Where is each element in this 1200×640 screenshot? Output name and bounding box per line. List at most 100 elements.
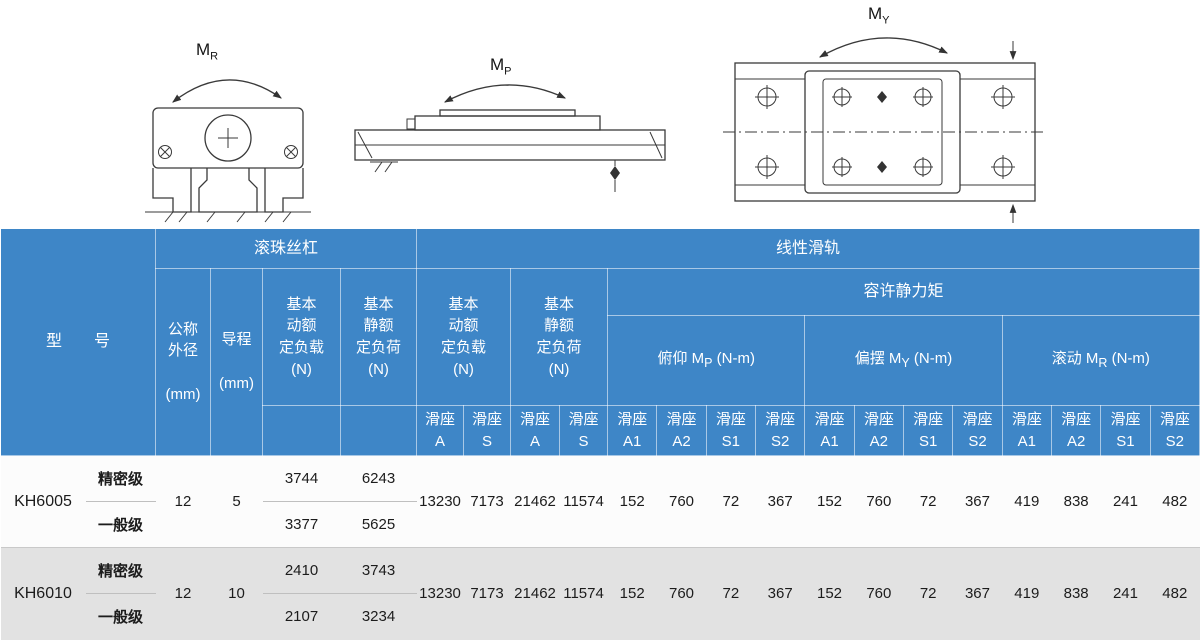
header-seat-a: 滑座 A (416, 405, 465, 456)
cell-my-a1: 152 (804, 455, 855, 548)
rail-bolt-hole (991, 155, 1015, 179)
cell-my-s2: 367 (952, 547, 1003, 640)
cell-mp-a1: 152 (607, 547, 657, 640)
cell-mp-a2: 760 (656, 455, 707, 548)
header-empty-cell (262, 405, 342, 456)
header-seat-a1: 滑座 A1 (804, 405, 855, 456)
header-rail-static-load: 基本 静额 定负荷 (N) (510, 268, 609, 406)
cell-my-a2: 760 (854, 547, 904, 640)
cell-rail-static-s: 11574 (559, 455, 608, 548)
moment-label-pre: 俯仰 M (657, 350, 705, 368)
header-linear-rail: 线性滑轨 (416, 228, 1200, 269)
mr-arc-arrow (172, 79, 282, 103)
cell-grade: 精密级 (85, 547, 156, 594)
cell-mp-s2: 367 (755, 455, 805, 548)
diagram-pitch-moment-side-view (354, 84, 666, 192)
cell-grade: 精密级 (85, 455, 156, 502)
header-seat-a1: 滑座 A1 (1001, 405, 1052, 456)
rail-bolt-hole (991, 85, 1015, 109)
cell-mr-s2: 482 (1150, 455, 1200, 548)
cell-ballscrew-dynamic: 2107 (262, 593, 341, 640)
header-seat-a: 滑座 A (510, 405, 561, 456)
cell-model: KH6010 (0, 547, 86, 640)
carriage-side-view (354, 109, 666, 192)
technical-drawings: MR MP (0, 0, 1200, 228)
header-static-moment: 容许静力矩 (607, 268, 1200, 316)
cell-mp-a2: 760 (656, 547, 707, 640)
cell-my-a1: 152 (804, 547, 855, 640)
moment-label-sub: P (704, 356, 713, 371)
header-pitch-moment: 俯仰 MP (N-m) (607, 315, 806, 406)
cell-mr-s1: 241 (1100, 455, 1151, 548)
cell-rail-dynamic-s: 7173 (463, 547, 511, 640)
header-seat-s1: 滑座 S1 (902, 405, 954, 456)
cell-ballscrew-static: 6243 (340, 455, 417, 502)
cell-ballscrew-static: 5625 (340, 501, 417, 548)
header-yaw-moment: 偏摆 MY (N-m) (804, 315, 1003, 406)
cell-mr-a1: 419 (1002, 547, 1052, 640)
cell-lead: 5 (210, 455, 263, 548)
cell-mr-a2: 838 (1051, 547, 1101, 640)
spec-table: 型 号 滚珠丝杠 线性滑轨 公称 外径 (mm) 导程 (mm) 基本 动额 定… (0, 228, 1200, 640)
cell-ballscrew-dynamic: 2410 (262, 547, 341, 594)
diagram-yaw-moment-top-view (723, 37, 1043, 223)
rail-bolt-hole (755, 85, 779, 109)
cell-mr-s2: 482 (1150, 547, 1200, 640)
cell-my-s2: 367 (952, 455, 1003, 548)
moment-subscript: R (210, 50, 219, 63)
cell-rail-static-a: 21462 (510, 455, 560, 548)
header-seat-s1: 滑座 S1 (705, 405, 757, 456)
header-seat-s2: 滑座 S2 (1149, 405, 1200, 456)
cell-my-a2: 760 (854, 455, 904, 548)
cell-rail-static-a: 21462 (510, 547, 560, 640)
cell-grade: 一般级 (85, 501, 156, 548)
moment-label-sub: Y (901, 356, 910, 371)
moment-label-pre: 滚动 M (1051, 350, 1099, 368)
cell-mp-s1: 72 (706, 455, 756, 548)
cell-mp-s1: 72 (706, 547, 756, 640)
cell-rail-dynamic-a: 13230 (416, 455, 464, 548)
moment-label-post: (N-m) (909, 350, 953, 368)
cell-nominal-diameter: 12 (155, 455, 211, 548)
cell-mp-s2: 367 (755, 547, 805, 640)
header-seat-a2: 滑座 A2 (656, 405, 707, 456)
carriage-end-view (145, 107, 311, 223)
cell-lead: 10 (210, 547, 263, 640)
header-ballscrew-dynamic-load: 基本 动额 定负载 (N) (262, 268, 342, 406)
cell-ballscrew-static: 3234 (340, 593, 417, 640)
rail-bolt-hole (755, 155, 779, 179)
cell-rail-dynamic-s: 7173 (463, 455, 511, 548)
moment-symbol: M (490, 55, 505, 74)
cell-rail-static-s: 11574 (559, 547, 608, 640)
cell-ballscrew-dynamic: 3377 (262, 501, 341, 548)
header-seat-a2: 滑座 A2 (853, 405, 905, 456)
cell-model: KH6005 (0, 455, 86, 548)
header-seat-s2: 滑座 S2 (755, 405, 806, 456)
header-seat-s: 滑座 S (463, 405, 512, 456)
header-rail-dynamic-load: 基本 动额 定负载 (N) (416, 268, 512, 406)
cell-my-s1: 72 (903, 455, 953, 548)
cell-rail-dynamic-a: 13230 (416, 547, 464, 640)
cell-nominal-diameter: 12 (155, 547, 211, 640)
moment-label-pre: 偏摆 M (854, 350, 902, 368)
header-seat-a1: 滑座 A1 (607, 405, 658, 456)
label-roll-moment: MR (196, 40, 218, 62)
header-empty-cell (340, 405, 418, 456)
cell-grade: 一般级 (85, 593, 156, 640)
moment-subscript: P (504, 65, 512, 78)
moment-label-post: (N-m) (1107, 350, 1150, 368)
diagram-roll-moment-end-view (145, 79, 311, 223)
moment-label-post: (N-m) (712, 350, 755, 368)
cell-mr-a1: 419 (1002, 455, 1052, 548)
header-model: 型 号 (0, 228, 157, 456)
header-seat-s1: 滑座 S1 (1100, 405, 1151, 456)
label-yaw-moment: MY (868, 4, 890, 26)
cell-mr-s1: 241 (1100, 547, 1151, 640)
moment-symbol: M (868, 4, 883, 23)
header-ball-screw: 滚珠丝杠 (155, 228, 418, 269)
my-arc-arrow (819, 37, 949, 58)
mp-arc-arrow (444, 84, 567, 103)
header-seat-s: 滑座 S (559, 405, 609, 456)
moment-symbol: M (196, 40, 211, 59)
header-ballscrew-static-load: 基本 静额 定负荷 (N) (340, 268, 418, 406)
